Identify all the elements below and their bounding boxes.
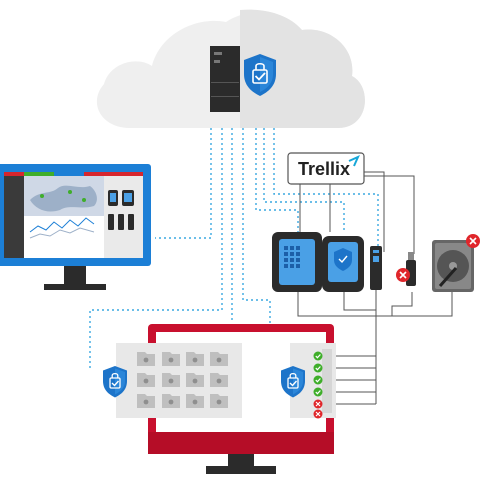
- check-icon: [313, 363, 323, 373]
- cloud-connectors: [89, 128, 379, 374]
- shield-check-icon: [281, 366, 305, 398]
- check-icon: [313, 387, 323, 397]
- shield-check-icon: [103, 366, 127, 398]
- check-icon: [313, 375, 323, 385]
- phone-icon: [322, 236, 364, 292]
- file-grid-panel: [116, 343, 242, 418]
- remove-x-icon: [313, 399, 323, 409]
- usb-drive-icon: [406, 252, 416, 286]
- remove-x-icon: [466, 234, 480, 248]
- admin-monitor: [0, 164, 151, 290]
- status-list: [313, 351, 323, 419]
- shield-check-icon: [244, 54, 276, 96]
- server-icon: [210, 46, 240, 112]
- trellix-logo: Trellix: [287, 152, 365, 185]
- status-connectors: [297, 290, 453, 405]
- trellix-connectors: [299, 171, 415, 254]
- check-icon: [313, 351, 323, 361]
- usb-drive-icon: [370, 246, 382, 290]
- remove-x-icon: [313, 409, 323, 419]
- brand-name: Trellix: [298, 159, 350, 179]
- remove-x-icon: [396, 268, 410, 282]
- tablet-icon: [272, 232, 322, 292]
- hard-drive-icon: [432, 240, 474, 292]
